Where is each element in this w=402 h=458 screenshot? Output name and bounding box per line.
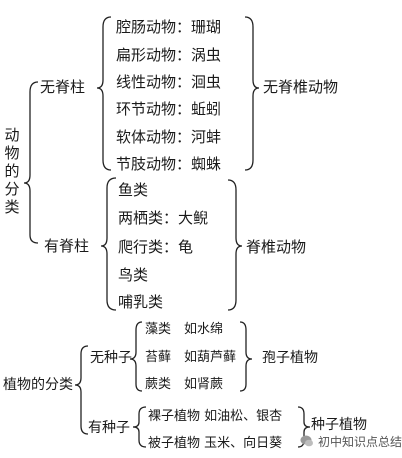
seed-item: 被子植物 玉米、向日葵: [148, 436, 283, 451]
seedless-branch-label: 无种子: [90, 350, 132, 366]
vertebrate-group-label: 脊椎动物: [246, 238, 307, 256]
invertebrate-item: 软体动物：河蚌: [116, 128, 222, 146]
brace-invertebrate-right: [244, 16, 260, 171]
seed-group-label: 种子植物: [311, 417, 367, 433]
invertebrate-item: 腔肠动物：珊瑚: [116, 18, 222, 36]
brace-seed: [132, 406, 147, 448]
vertebrate-item: 爬行类：龟: [118, 238, 194, 256]
invertebrate-item: 环节动物：蚯蚓: [116, 100, 222, 118]
invertebrate-item: 扁形动物：涡虫: [116, 46, 222, 64]
seedless-group-label: 孢子植物: [262, 350, 318, 366]
brace-invertebrate: [96, 16, 112, 171]
brace-vertebrate-right: [227, 179, 243, 311]
seed-item: 裸子植物 如油松、银杏: [148, 409, 283, 424]
watermark: 初中知识点总结: [300, 431, 402, 451]
vertebrate-item: 两栖类：大鲵: [118, 209, 209, 227]
animals-root-label: 动物的分类: [4, 126, 20, 216]
plants-root-label: 植物的分类: [3, 377, 73, 393]
vertebrate-item: 鸟类: [118, 266, 149, 284]
vertebrate-item: 鱼类: [118, 181, 149, 199]
brace-seedless-right: [239, 321, 253, 392]
seedless-item: 蕨类 如肾蕨: [145, 377, 224, 392]
brace-seedless: [129, 321, 143, 392]
invertebrate-branch-label: 无脊柱: [40, 78, 86, 96]
vertebrate-item: 哺乳类: [118, 293, 164, 311]
watermark-text: 初中知识点总结: [318, 434, 402, 449]
vertebrate-branch-label: 有脊柱: [44, 237, 90, 255]
brace-animals-root: [23, 81, 39, 244]
chat-bubble-icon: [300, 435, 313, 447]
brace-vertebrate: [100, 177, 117, 311]
seed-branch-label: 有种子: [88, 420, 130, 436]
invertebrate-group-label: 无脊椎动物: [263, 78, 339, 96]
invertebrate-item: 节肢动物：蜘蛛: [116, 155, 222, 173]
invertebrate-item: 线性动物：洄虫: [116, 73, 222, 91]
seedless-item: 藻类 如水绵: [145, 322, 224, 337]
brace-plants-root: [74, 345, 89, 435]
seedless-item: 苔藓 如葫芦藓: [145, 350, 237, 365]
